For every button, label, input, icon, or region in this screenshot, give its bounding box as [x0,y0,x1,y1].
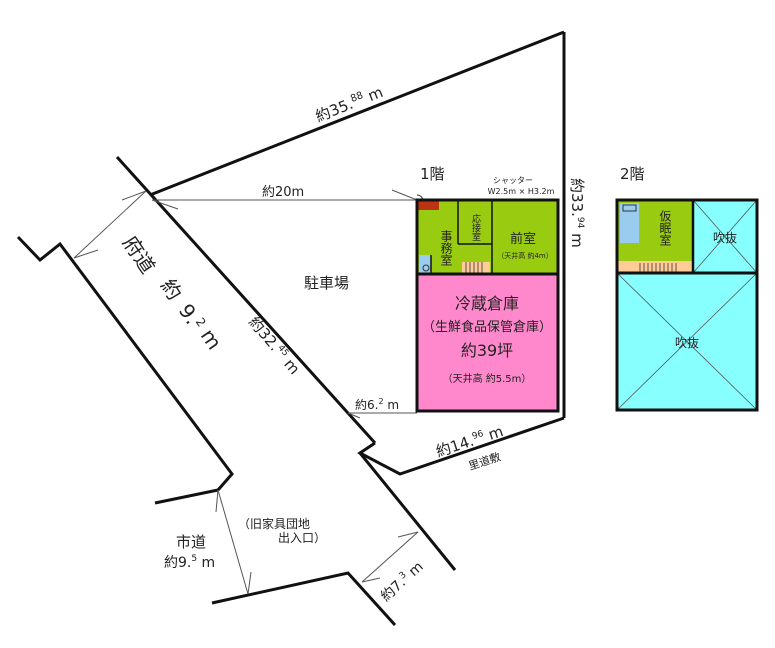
shutter-label: シャッター [493,176,533,185]
floor1-title: 1階 [420,165,445,183]
stairs-f2[interactable] [618,261,693,273]
prefectural-road-label: 府道 [118,231,160,278]
entry-door[interactable] [418,201,439,210]
parking-label: 駐車場 [304,274,349,292]
floor1-plan [415,194,560,413]
city-road-width: 約9.5 m [164,554,215,571]
warehouse-note: （天井高 約5.5m） [443,372,532,385]
label-top-edge: 約35.88 m [313,83,386,126]
cold-storage-warehouse [417,274,558,411]
label-right-edge: 約33.94 m [568,178,586,248]
toilet-room [419,255,431,273]
prefectural-road-unit: m [196,324,227,354]
back-lane-label: 里道敷 [467,449,503,473]
floor2-title: 2階 [620,165,645,183]
entrance-note-line2: 出入口） [278,531,326,545]
warehouse-title: 冷蔵倉庫 [455,294,519,313]
void-small-label: 吹抜 [713,231,737,245]
floor2-plan [615,198,759,412]
reception-label: 応接室 [470,213,481,241]
label-left-edge: 約32.45 m [245,313,304,378]
floor1-green-area [417,200,558,274]
property-boundary [149,30,566,476]
label-setback: 約6.2 m [355,397,399,412]
prefectural-road-lines [16,155,457,627]
entrance-note-line1: （旧家具団地 [238,516,310,531]
label-to-building: 約20m [262,185,304,200]
warehouse-subtitle: （生鮮食品保管倉庫） [422,319,552,335]
shutter-size: W2.5m × H3.2m [488,187,555,196]
toilet-icon [422,264,430,272]
dimension-lines [73,189,419,595]
prefectural-road-width: 9.2 [174,299,209,335]
label-entrance-width: 約7.3 m [377,558,426,605]
anteroom-label: 前室 [510,231,536,247]
city-road-name: 市道 [176,533,206,551]
label-bottom-edge: 約14.96 m [434,422,506,461]
bath-f2 [620,203,639,243]
stairs-f1[interactable] [462,262,490,274]
svg-text:府道: 府道 [118,231,160,278]
warehouse-area: 約39坪 [461,341,513,360]
prefectural-road-prefix: 約 [156,274,187,304]
nap-room-label: 仮眠室 [658,210,672,246]
anteroom-note: （天井高 約4m） [497,251,553,260]
void-large-label: 吹抜 [675,336,699,350]
office-label: 事務室 [439,230,453,266]
